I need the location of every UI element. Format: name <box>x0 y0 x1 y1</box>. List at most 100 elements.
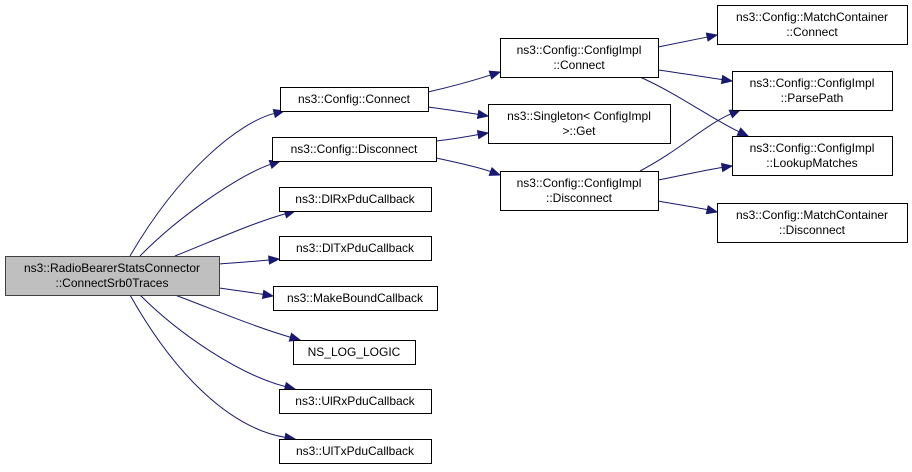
node-config-connect[interactable]: ns3::Config::Connect <box>280 87 429 112</box>
node-box[interactable] <box>279 236 432 261</box>
edge-line <box>435 157 491 173</box>
edge-line <box>435 134 479 142</box>
node-label: ns3::UlTxPduCallback <box>296 444 415 458</box>
nodes-layer: ns3::RadioBearerStatsConnector::ConnectS… <box>5 5 908 464</box>
edge-configimpl-disconnect-to-configimpl-lookupmatches <box>657 162 734 181</box>
arrowhead-icon <box>261 289 275 299</box>
node-configimpl-lookupmatches[interactable]: ns3::Config::ConfigImpl::LookupMatches <box>732 136 893 176</box>
node-label: ns3::RadioBearerStatsConnector <box>24 261 200 275</box>
node-label: ns3::Config::ConfigImpl <box>517 43 642 57</box>
edge-line <box>639 76 740 133</box>
node-box[interactable] <box>732 71 893 111</box>
edge-configimpl-connect-to-configimpl-lookupmatches <box>639 76 750 137</box>
edge-root-to-make-bound-callback <box>218 287 275 299</box>
edge-config-connect-to-singleton-get <box>427 106 490 119</box>
edge-config-connect-to-configimpl-connect <box>427 70 502 93</box>
node-box[interactable] <box>279 389 432 414</box>
node-matchcontainer-disconnect[interactable]: ns3::Config::MatchContainer::Disconnect <box>717 203 908 243</box>
arrowhead-icon <box>705 32 719 42</box>
node-label: ::Connect <box>553 58 605 72</box>
arrowhead-icon <box>488 166 502 176</box>
edge-line <box>174 294 291 338</box>
edge-line <box>657 200 708 211</box>
node-label: ns3::Config::ConfigImpl <box>750 76 875 90</box>
edge-configimpl-connect-to-configimpl-parsepath <box>657 69 734 85</box>
node-configimpl-parsepath[interactable]: ns3::Config::ConfigImpl::ParsePath <box>732 71 893 111</box>
edge-line <box>139 163 271 257</box>
edge-config-disconnect-to-singleton-get <box>435 130 490 142</box>
node-box[interactable] <box>732 136 893 176</box>
node-label: ns3::Config::MatchContainer <box>736 208 888 222</box>
edge-line <box>657 69 723 81</box>
node-dl-tx-pdu-callback[interactable]: ns3::DlTxPduCallback <box>279 236 432 261</box>
node-box[interactable] <box>5 256 220 296</box>
edge-line <box>218 287 264 295</box>
node-configimpl-connect[interactable]: ns3::Config::ConfigImpl::Connect <box>500 38 659 78</box>
node-box[interactable] <box>280 87 429 112</box>
node-box[interactable] <box>488 104 671 144</box>
arrowhead-icon <box>728 109 742 119</box>
edge-line <box>139 294 286 388</box>
node-box[interactable] <box>717 203 908 243</box>
node-label: ns3::MakeBoundCallback <box>287 291 424 305</box>
edge-root-to-ul-rx-pdu-callback <box>139 294 297 392</box>
edge-line <box>639 113 732 172</box>
node-box[interactable] <box>500 171 659 211</box>
edge-configimpl-connect-to-matchcontainer-connect <box>657 32 719 48</box>
node-label: ::Disconnect <box>546 191 613 205</box>
node-label: ns3::DlRxPduCallback <box>295 192 415 206</box>
node-label: ns3::UlRxPduCallback <box>295 394 415 408</box>
arrowhead-icon <box>720 74 734 85</box>
node-ul-tx-pdu-callback[interactable]: ns3::UlTxPduCallback <box>279 439 432 464</box>
node-label: ::ConnectSrb0Traces <box>56 276 169 290</box>
node-singleton-get[interactable]: ns3::Singleton< ConfigImpl>::Get <box>488 104 671 144</box>
edge-line <box>427 106 479 115</box>
edge-root-to-ul-tx-pdu-callback <box>129 294 297 442</box>
node-label: ns3::Config::ConfigImpl <box>750 141 875 155</box>
node-configimpl-disconnect[interactable]: ns3::Config::ConfigImpl::Disconnect <box>500 171 659 211</box>
node-matchcontainer-connect[interactable]: ns3::Config::MatchContainer::Connect <box>717 5 908 45</box>
node-label: ns3::Config::Connect <box>298 92 411 106</box>
arrowhead-icon <box>705 204 719 215</box>
node-dl-rx-pdu-callback[interactable]: ns3::DlRxPduCallback <box>279 187 432 212</box>
node-make-bound-callback[interactable]: ns3::MakeBoundCallback <box>273 286 438 311</box>
node-box[interactable] <box>273 286 438 311</box>
node-ul-rx-pdu-callback[interactable]: ns3::UlRxPduCallback <box>279 389 432 414</box>
edge-line <box>174 213 286 257</box>
arrowhead-icon <box>720 162 734 173</box>
node-box[interactable] <box>279 187 432 212</box>
node-label: ns3::Singleton< ConfigImpl <box>507 109 651 123</box>
node-label: ns3::DlTxPduCallback <box>296 241 415 255</box>
edge-line <box>657 36 708 48</box>
edge-line <box>129 294 286 438</box>
edge-configimpl-disconnect-to-matchcontainer-disconnect <box>657 200 719 215</box>
arrowhead-icon <box>476 109 490 119</box>
arrowhead-icon <box>736 127 750 137</box>
node-label: ns3::Config::MatchContainer <box>736 10 888 24</box>
edge-line <box>657 166 723 181</box>
node-label: ns3::Config::Disconnect <box>291 142 418 156</box>
node-label: ::ParsePath <box>781 91 844 105</box>
node-box[interactable] <box>717 5 908 45</box>
edge-config-disconnect-to-configimpl-disconnect <box>435 157 502 176</box>
node-config-disconnect[interactable]: ns3::Config::Disconnect <box>272 137 437 162</box>
node-label: ns3::Config::ConfigImpl <box>517 176 642 190</box>
edges-layer <box>129 32 750 442</box>
edge-line <box>218 259 270 265</box>
node-label: ::Disconnect <box>779 223 846 237</box>
edge-root-to-ns-log-logic <box>174 294 302 342</box>
edge-line <box>129 112 275 257</box>
node-label: >::Get <box>562 124 596 138</box>
edge-root-to-dl-rx-pdu-callback <box>174 209 297 257</box>
edge-line <box>427 74 491 93</box>
node-box[interactable] <box>279 439 432 464</box>
node-label: ::LookupMatches <box>766 156 857 170</box>
node-box[interactable] <box>500 38 659 78</box>
node-box[interactable] <box>272 137 437 162</box>
node-root[interactable]: ns3::RadioBearerStatsConnector::ConnectS… <box>5 256 220 296</box>
arrowhead-icon <box>488 70 502 80</box>
edge-root-to-config-connect <box>129 108 286 257</box>
node-label: ::Connect <box>786 25 838 39</box>
node-ns-log-logic[interactable]: NS_LOG_LOGIC <box>293 340 416 365</box>
node-box[interactable] <box>293 340 416 365</box>
